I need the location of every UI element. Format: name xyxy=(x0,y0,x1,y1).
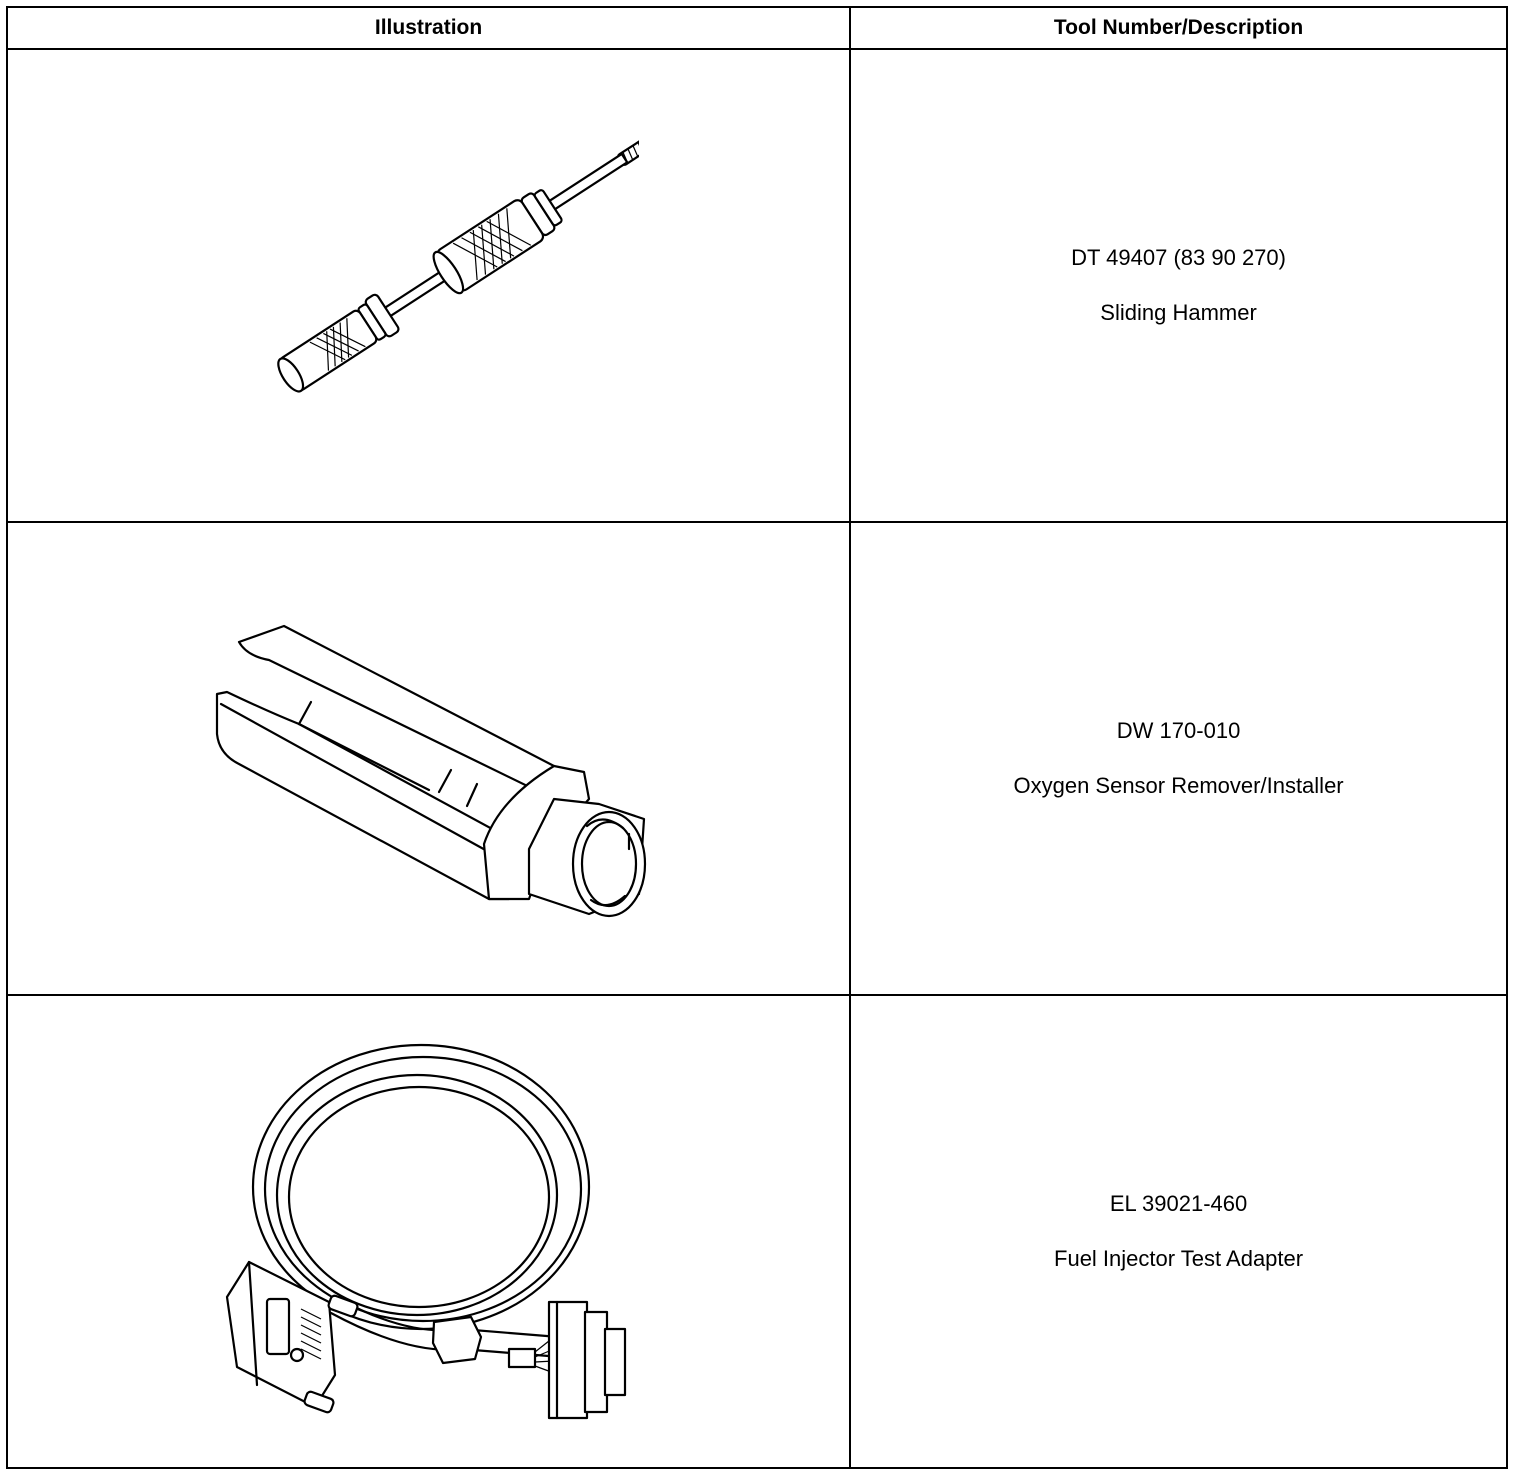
tool-description-cell: EL 39021-460 Fuel Injector Test Adapter xyxy=(849,994,1508,1469)
illustration-cell xyxy=(5,48,852,523)
tool-number: DT 49407 (83 90 270) xyxy=(1071,245,1286,270)
sliding-hammer-icon xyxy=(276,135,639,393)
header-illustration: Illustration xyxy=(5,6,852,50)
illustration-cell xyxy=(5,994,852,1469)
oxygen-sensor-socket-icon xyxy=(215,624,646,917)
table-header-row: Illustration Tool Number/Description xyxy=(5,6,1508,50)
fuel-injector-adapter-cable-icon xyxy=(225,1043,626,1419)
tool-description: Oxygen Sensor Remover/Installer xyxy=(1013,773,1344,798)
tool-description-cell: DT 49407 (83 90 270) Sliding Hammer xyxy=(849,48,1508,523)
tool-description-cell: DW 170-010 Oxygen Sensor Remover/Install… xyxy=(849,521,1508,996)
table-row: DT 49407 (83 90 270) Sliding Hammer xyxy=(5,48,1508,523)
tool-description: Fuel Injector Test Adapter xyxy=(1054,1246,1304,1271)
tool-number: EL 39021-460 xyxy=(1109,1191,1248,1216)
tool-description: Sliding Hammer xyxy=(1100,300,1257,325)
table-row: DW 170-010 Oxygen Sensor Remover/Install… xyxy=(5,521,1508,996)
illustration-cell xyxy=(5,521,852,996)
tool-number: DW 170-010 xyxy=(1116,718,1241,743)
table-row: EL 39021-460 Fuel Injector Test Adapter xyxy=(5,994,1508,1469)
special-tools-table: Illustration Tool Number/Description xyxy=(5,6,1508,1469)
header-tool-number-description: Tool Number/Description xyxy=(849,6,1508,50)
